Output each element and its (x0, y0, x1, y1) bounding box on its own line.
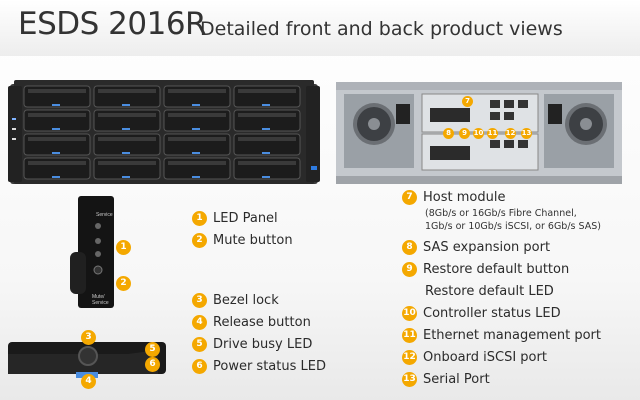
handle-callout-5: 5 (145, 342, 160, 357)
drive-bay-highlight (168, 161, 226, 165)
legend-item-mute-button: 2 Mute button (192, 233, 293, 248)
legend-item-ethernet-management-port: 11 Ethernet management port (402, 328, 601, 343)
legend-item-host-module: 7 Host module (402, 190, 505, 205)
legend-num-7: 7 (402, 190, 417, 205)
legend-label-restore-default-led: Restore default LED (425, 284, 554, 299)
legend-num-4: 4 (192, 315, 207, 330)
legend-item-controller-status-led: 10 Controller status LED (402, 306, 561, 321)
drive-status-led (52, 152, 60, 154)
legend-num-2: 2 (192, 233, 207, 248)
legend-label-12: Onboard iSCSI port (423, 350, 547, 365)
page-subtitle: Detailed front and back product views (200, 18, 563, 40)
legend-item-sas-expansion-port: 8 SAS expansion port (402, 240, 550, 255)
drive-bay-highlight (238, 137, 296, 141)
legend-num-1: 1 (192, 211, 207, 226)
drive-status-led (262, 152, 270, 154)
drive-status-led (122, 176, 130, 178)
legend-item-restore-default-button: 9 Restore default button (402, 262, 569, 277)
legend-label-8: SAS expansion port (423, 240, 551, 255)
rear-callout-10: 10 (473, 128, 484, 139)
handle-callout-6: 6 (145, 357, 160, 372)
drive-status-led (192, 104, 200, 106)
drive-bay-highlight (98, 89, 156, 93)
rear-callout-9: 9 (459, 128, 470, 139)
drive-bay-highlight (168, 89, 226, 93)
front-view-image (8, 80, 320, 184)
legend-item-serial-port: 13 Serial Port (402, 372, 490, 387)
drive-bay-highlight (98, 137, 156, 141)
legend-item-power-status-led: 6 Power status LED (192, 359, 326, 374)
drive-status-led (262, 176, 270, 178)
drive-status-led (122, 128, 130, 130)
legend-label-3: Bezel lock (213, 293, 279, 308)
host-module-detail-2: 1Gb/s or 10Gb/s iSCSI, or 6Gb/s SAS) (425, 221, 601, 232)
drive-status-led (192, 176, 200, 178)
service-label: Service (96, 212, 113, 218)
handle-closeup-image (8, 342, 166, 378)
drive-status-led (52, 176, 60, 178)
legend-item-drive-busy-led: 5 Drive busy LED (192, 337, 312, 352)
legend-num-11: 11 (402, 328, 417, 343)
legend-num-13: 13 (402, 372, 417, 387)
drive-bay-highlight (238, 113, 296, 117)
drive-bay-highlight (28, 161, 86, 165)
legend-num-3: 3 (192, 293, 207, 308)
drive-bay-highlight (28, 89, 86, 93)
rear-callout-11: 11 (487, 128, 498, 139)
drive-bay-highlight (98, 113, 156, 117)
legend-num-9: 9 (402, 262, 417, 277)
legend-num-12: 12 (402, 350, 417, 365)
legend-item-release-button: 4 Release button (192, 315, 311, 330)
page-title: ESDS 2016R (18, 6, 207, 42)
drive-status-led (192, 152, 200, 154)
legend-label-1: LED Panel (213, 211, 278, 226)
legend-label-4: Release button (213, 315, 311, 330)
legend-item-onboard-iscsi-port: 12 Onboard iSCSI port (402, 350, 547, 365)
rear-callout-8: 8 (443, 128, 454, 139)
drive-status-led (262, 104, 270, 106)
legend-label-10: Controller status LED (423, 306, 561, 321)
legend-label-11: Ethernet management port (423, 328, 601, 343)
drive-bay-highlight (28, 137, 86, 141)
drive-status-led (262, 128, 270, 130)
bezel-closeup-image (70, 196, 114, 308)
drive-status-led (192, 128, 200, 130)
handle-callout-3: 3 (81, 330, 96, 345)
legend-label-5: Drive busy LED (213, 337, 313, 352)
bezel-callout-1: 1 (116, 240, 131, 255)
legend-label-13: Serial Port (423, 372, 490, 387)
drive-bay-highlight (238, 161, 296, 165)
legend-label-2: Mute button (213, 233, 293, 248)
rear-callout-12: 12 (505, 128, 516, 139)
rear-callout-7: 7 (462, 96, 473, 107)
rear-callout-13: 13 (521, 128, 532, 139)
legend-num-5: 5 (192, 337, 207, 352)
legend-item-led-panel: 1 LED Panel (192, 211, 278, 226)
legend-num-8: 8 (402, 240, 417, 255)
drive-bay-highlight (28, 113, 86, 117)
drive-status-led (122, 104, 130, 106)
drive-status-led (52, 104, 60, 106)
bezel-callout-2: 2 (116, 276, 131, 291)
legend-label-6: Power status LED (213, 359, 326, 374)
header-bar (0, 0, 640, 56)
legend-item-bezel-lock: 3 Bezel lock (192, 293, 279, 308)
host-module-detail-1: (8Gb/s or 16Gb/s Fibre Channel, (425, 208, 577, 219)
drive-bay-highlight (238, 89, 296, 93)
drive-bay-highlight (168, 137, 226, 141)
drive-bay-highlight (168, 113, 226, 117)
mute-service-label: Mute/ Service (92, 294, 109, 306)
legend-label-9: Restore default button (423, 262, 570, 277)
handle-callout-4: 4 (81, 374, 96, 389)
drive-status-led (122, 152, 130, 154)
legend-label-7: Host module (423, 190, 506, 205)
drive-bay-highlight (98, 161, 156, 165)
legend-num-6: 6 (192, 359, 207, 374)
legend-num-10: 10 (402, 306, 417, 321)
drive-status-led (52, 128, 60, 130)
